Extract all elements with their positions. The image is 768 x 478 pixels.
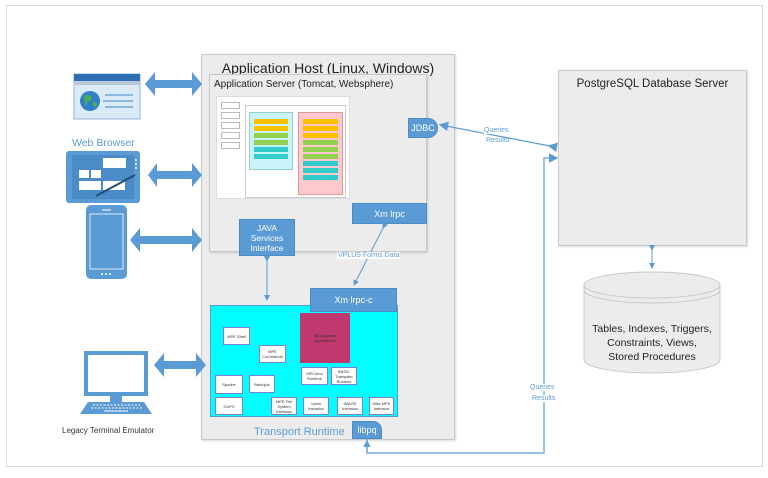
migrated-applications-box: 3gl Migrated Applications	[300, 313, 350, 363]
xmlrpc-box: Xm lrpc	[352, 203, 427, 224]
legacy-terminal-label: Legacy Terminal Emulator	[62, 426, 155, 435]
libpq-connector: libpq	[352, 421, 382, 439]
module-batchjob: Batchjob	[249, 375, 275, 393]
xmlrpc-c-box: Xm lrpc-c	[310, 288, 397, 312]
jdbc-connector: JDBC	[408, 118, 438, 138]
libpq-queries-label: Queries	[530, 384, 555, 391]
deployment-thumbnail	[216, 96, 350, 199]
thumbnail-container	[245, 105, 346, 198]
jdbc-results-label: Results	[486, 137, 510, 144]
module-spooler: Spooler	[215, 375, 243, 394]
application-host-title: Application Host (Linux, Windows)	[221, 60, 435, 76]
module-cups: CUPS	[215, 397, 243, 415]
thumbnail-app-right	[298, 112, 343, 195]
database-label: Tables, Indexes, Triggers, Constraints, …	[592, 323, 712, 363]
transport-runtime-title: Transport Runtime	[254, 426, 345, 438]
web-browser-label: Web Browser	[72, 137, 135, 149]
module-mpe-commands: MPE Commands	[259, 345, 286, 363]
module-vplus-intrinsics: Vplus Intrinsics	[303, 397, 329, 415]
module-mpe-file-system-intrinsics: MPE File System Intrinsics	[271, 397, 297, 415]
java-services-interface-box: JAVA Services Interface	[239, 219, 295, 256]
module-mpe-shell: MPE Shell	[223, 327, 250, 345]
vplus-forms-data-label: VPLUS Forms Data	[337, 252, 401, 259]
postgresql-server-title: PostgreSQL Database Server	[576, 78, 729, 90]
jdbc-queries-label: Queries	[484, 127, 509, 134]
thumbnail-app-left	[249, 112, 293, 170]
module-image-intrinsics: IMAGE Intrinsics	[337, 397, 363, 415]
module-basic-transpiler-runtime: BASIC Transpiler Runtime	[331, 367, 357, 385]
postgresql-server-box: PostgreSQL Database Server	[558, 70, 747, 246]
thumbnail-sidebar	[221, 102, 240, 154]
libpq-results-label: Results	[532, 395, 556, 402]
module-mfcobol-runtime: MFCobol Runtime	[301, 367, 328, 385]
application-server-title: Application Server (Tomcat, Websphere)	[214, 79, 394, 90]
module-misc-mpe-intrinsics: Misc MPE Intrinsics	[369, 397, 394, 415]
